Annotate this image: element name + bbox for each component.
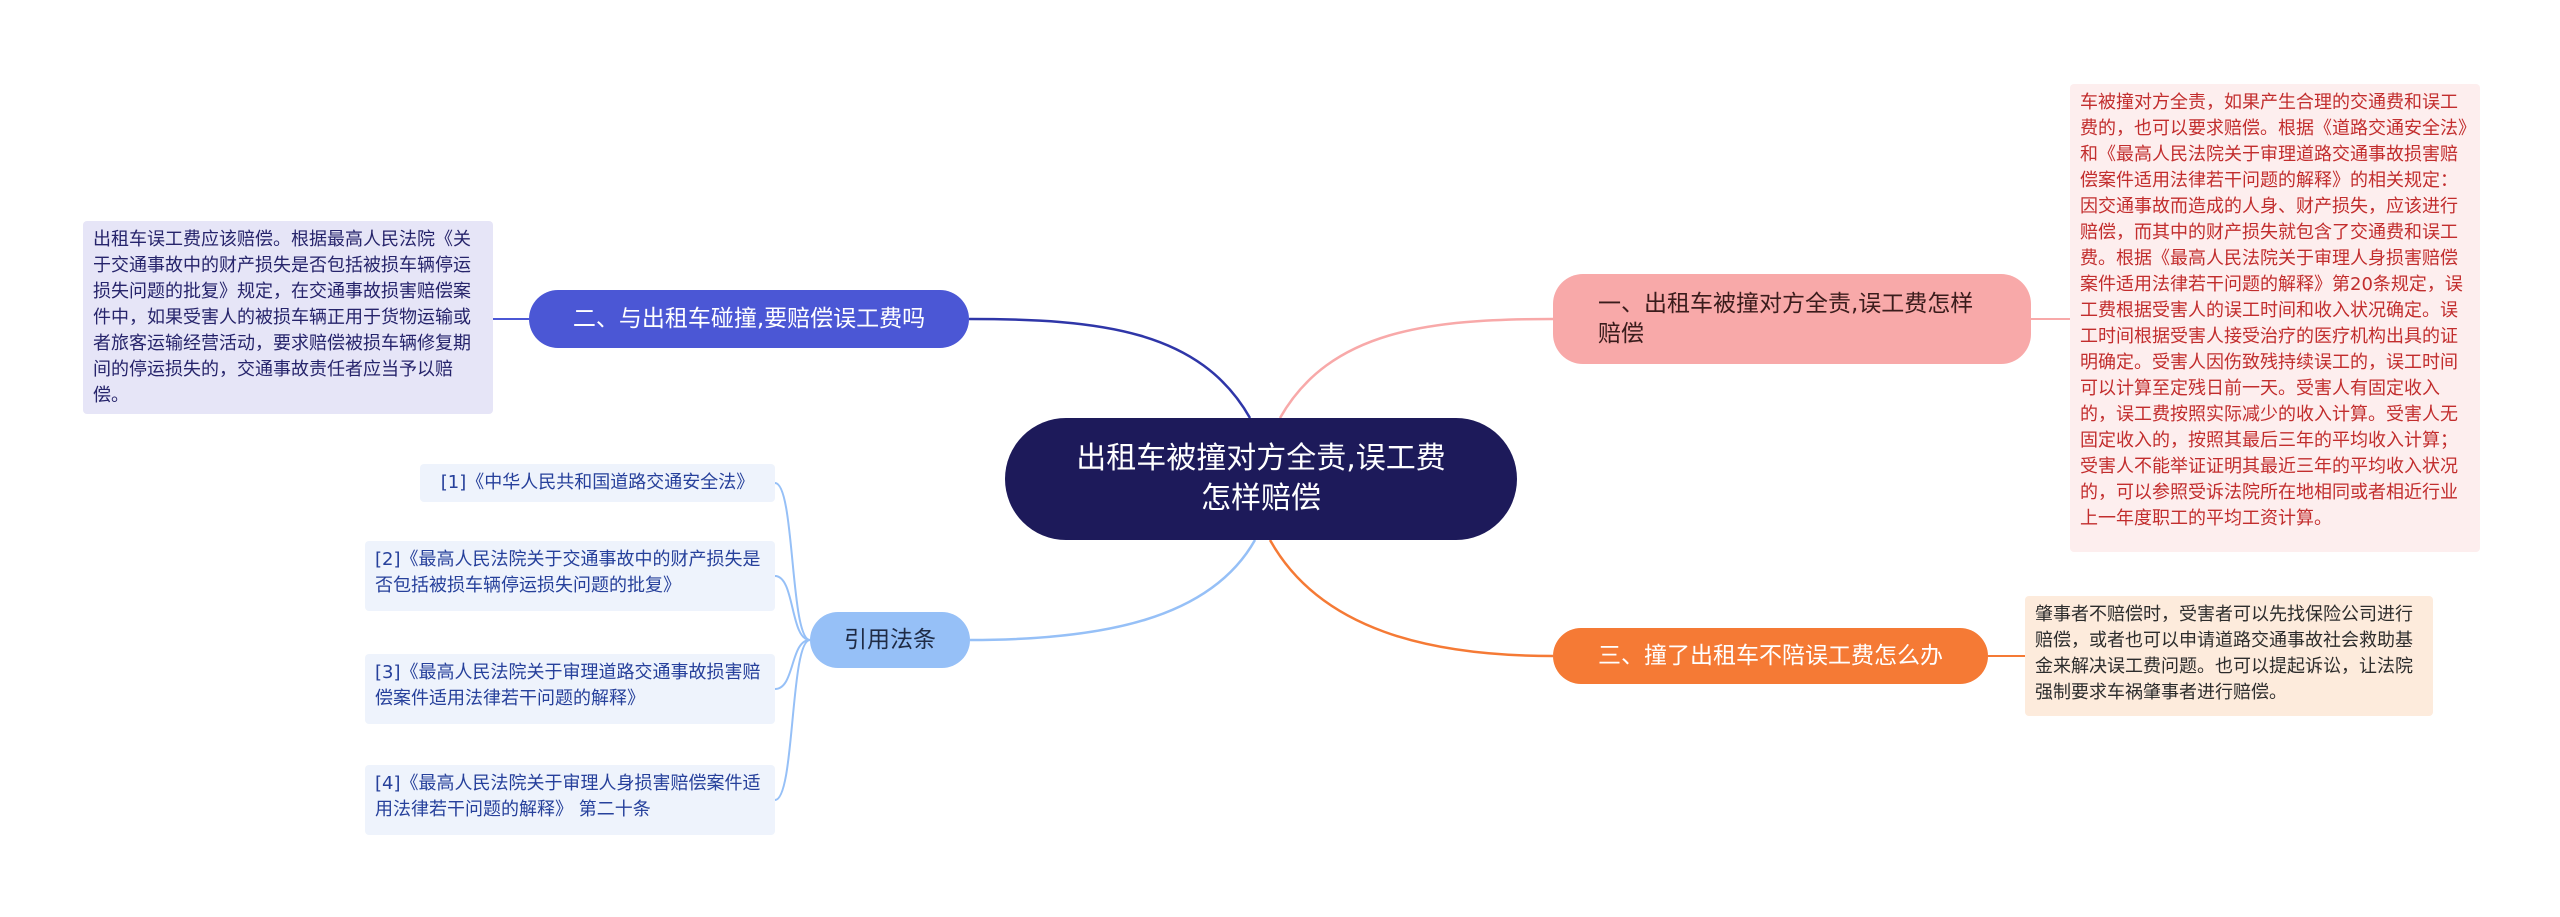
ref-item-3[interactable]: [3]《最高人民法院关于审理道路交通事故损害赔偿案件适用法律若干问题的解释》 — [365, 654, 775, 724]
ref-item-2[interactable]: [2]《最高人民法院关于交通事故中的财产损失是否包括被损车辆停运损失问题的批复》 — [365, 541, 775, 611]
link-center-branch-three — [1268, 539, 1554, 658]
branch-one-node[interactable]: 一、出租车被撞对方全责,误工费怎样赔偿 — [1553, 274, 2031, 364]
link-refs-2 — [774, 575, 811, 641]
branch-refs-node[interactable]: 引用法条 — [810, 612, 970, 668]
ref-item-2-text: [2]《最高人民法院关于交通事故中的财产损失是否包括被损车辆停运损失问题的批复》 — [375, 549, 761, 596]
central-topic-label: 出租车被撞对方全责,误工费怎样赔偿 — [1076, 441, 1446, 516]
branch-two-node[interactable]: 二、与出租车碰撞,要赔偿误工费吗 — [529, 290, 969, 348]
link-refs-3 — [774, 639, 811, 690]
link-center-branch-one — [1278, 317, 1554, 419]
link-refs-1 — [774, 482, 811, 641]
link-center-branch-refs — [969, 539, 1257, 642]
branch-three-detail-text: 肇事者不赔偿时，受害者可以先找保险公司进行赔偿，或者也可以申请道路交通事故社会救… — [2035, 604, 2413, 703]
branch-three-detail[interactable]: 肇事者不赔偿时，受害者可以先找保险公司进行赔偿，或者也可以申请道路交通事故社会救… — [2025, 596, 2433, 716]
ref-item-1[interactable]: [1]《中华人民共和国道路交通安全法》 — [420, 464, 775, 502]
branch-two-label: 二、与出租车碰撞,要赔偿误工费吗 — [572, 306, 926, 332]
link-center-branch-two — [968, 317, 1252, 419]
ref-item-4-text: [4]《最高人民法院关于审理人身损害赔偿案件适用法律若干问题的解释》 第二十条 — [375, 773, 761, 820]
ref-item-3-text: [3]《最高人民法院关于审理道路交通事故损害赔偿案件适用法律若干问题的解释》 — [375, 662, 761, 709]
branch-one-label: 一、出租车被撞对方全责,误工费怎样赔偿 — [1598, 291, 1974, 347]
branch-three-label: 三、撞了出租车不陪误工费怎么办 — [1598, 643, 1943, 669]
branch-one-detail[interactable]: 车被撞对方全责，如果产生合理的交通费和误工费的，也可以要求赔偿。根据《道路交通安… — [2070, 84, 2480, 552]
branch-one-detail-text: 车被撞对方全责，如果产生合理的交通费和误工费的，也可以要求赔偿。根据《道路交通安… — [2080, 92, 2467, 529]
branch-refs-label: 引用法条 — [844, 627, 936, 653]
branch-three-node[interactable]: 三、撞了出租车不陪误工费怎么办 — [1553, 628, 1988, 684]
ref-item-4[interactable]: [4]《最高人民法院关于审理人身损害赔偿案件适用法律若干问题的解释》 第二十条 — [365, 765, 775, 835]
central-topic[interactable]: 出租车被撞对方全责,误工费怎样赔偿 — [1005, 418, 1517, 540]
branch-two-detail-text: 出租车误工费应该赔偿。根据最高人民法院《关于交通事故中的财产损失是否包括被损车辆… — [93, 229, 471, 406]
branch-two-detail[interactable]: 出租车误工费应该赔偿。根据最高人民法院《关于交通事故中的财产损失是否包括被损车辆… — [83, 221, 493, 414]
link-refs-4 — [774, 639, 811, 801]
ref-item-1-text: [1]《中华人民共和国道路交通安全法》 — [440, 472, 755, 493]
